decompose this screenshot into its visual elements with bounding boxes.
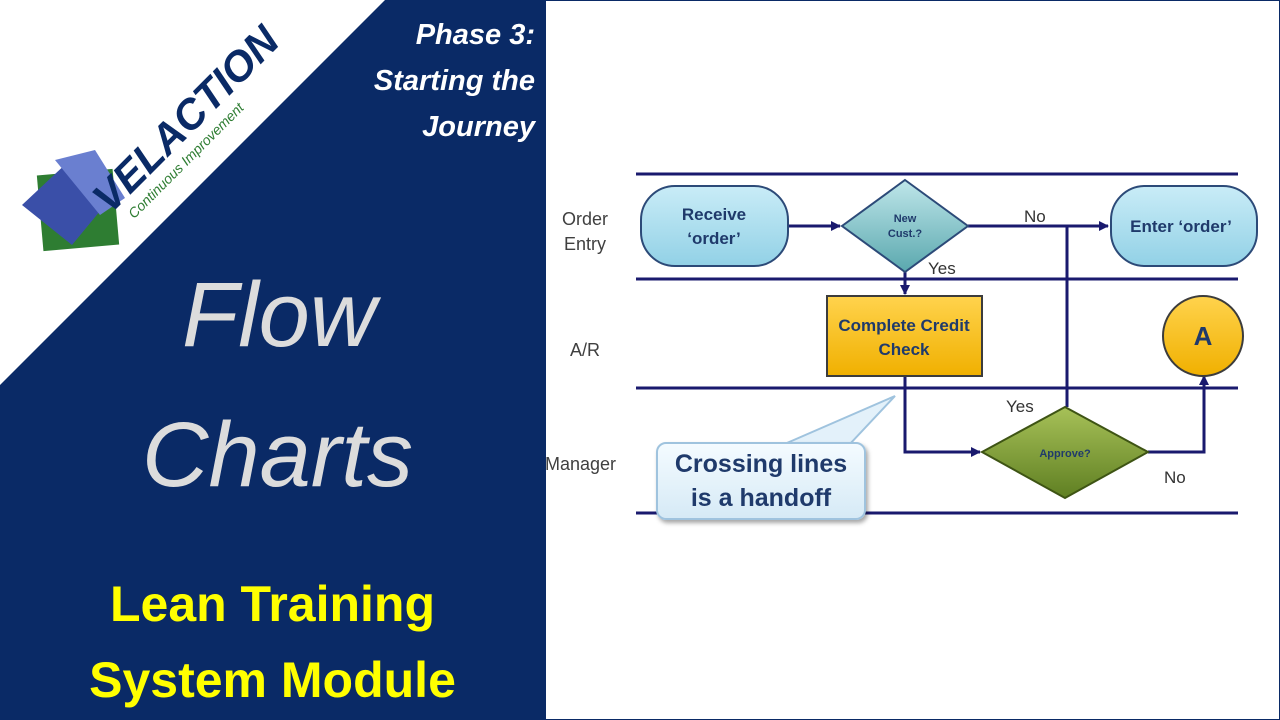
logo-corner-triangle (0, 0, 385, 385)
node-credit-label-1: Complete Credit (838, 316, 970, 335)
node-credit-label-2: Check (878, 340, 930, 359)
edge-credit-to-approve (903, 377, 981, 457)
title-line-1: Flow (182, 264, 377, 366)
callout-line-2: is a handoff (690, 484, 832, 512)
node-approve-label: Approve? (1039, 448, 1091, 460)
callout-line-1: Crossing lines (674, 450, 848, 478)
phase-line-2: Starting the (373, 65, 535, 97)
node-receive-order (640, 185, 789, 267)
lane-label-order-entry-line-2: Entry (563, 234, 606, 254)
phase-line-3: Journey (422, 111, 535, 143)
node-enter-order (1110, 185, 1258, 267)
edge-approve-no (1148, 375, 1209, 454)
title-line-2: Charts (142, 404, 413, 506)
lane-label-manager: Manager (545, 454, 617, 474)
node-connector-a (1162, 295, 1244, 377)
lane-label-ar: A/R (569, 340, 600, 360)
phase-line-1: Phase 3: (415, 19, 535, 51)
logo-corner: VELACTION Continuous Improvement (0, 0, 385, 385)
subtitle-line-2: System Module (89, 652, 456, 708)
subtitle-line-1: Lean Training (109, 576, 436, 632)
node-receive-label-2: ‘order’ (687, 229, 741, 248)
phase-heading: Phase 3: Starting the Journey (275, 12, 535, 150)
edge-label-yes-mid: Yes (1006, 397, 1034, 416)
node-newcust-label-2: Cust.? (888, 228, 923, 240)
handoff-callout: Crossing lines is a handoff (656, 442, 866, 520)
left-panel: VELACTION Continuous Improvement Phase 3… (0, 0, 545, 720)
edge-label-no-bottom: No (1164, 468, 1186, 487)
callout-pointer (779, 395, 896, 447)
flowchart-diagram: Receive ‘order’ New Cust.? Enter ‘order’… (636, 172, 1258, 515)
lane-label-order-entry-line-1: Order (561, 209, 608, 229)
node-connector-label: A (1194, 321, 1213, 351)
node-credit-check (826, 295, 983, 377)
velaction-logo-icon (22, 150, 125, 252)
edge-label-no-top: No (1024, 207, 1046, 226)
node-newcust-label-1: New (894, 213, 917, 225)
node-receive-label-1: Receive (682, 205, 746, 224)
edge-label-yes-top: Yes (928, 259, 956, 278)
node-enter-order-label: Enter ‘order’ (1130, 217, 1232, 236)
node-new-customer-decision (840, 178, 970, 274)
node-approve-decision (979, 405, 1151, 500)
lane-label-order-entry: Order Entry (553, 207, 617, 257)
